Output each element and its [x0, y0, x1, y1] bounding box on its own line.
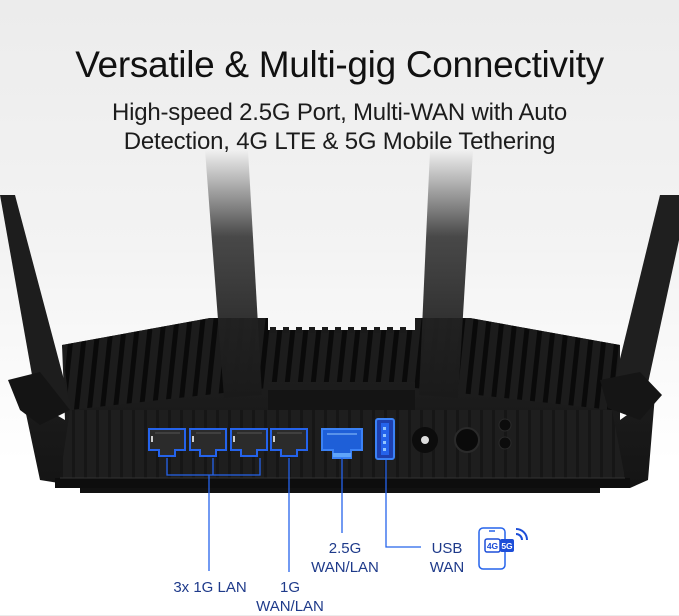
wps-button [498, 418, 512, 432]
label-wan-2.5g: 2.5G WAN/LAN [311, 540, 379, 576]
lan-port-3 [230, 428, 268, 457]
rj45-ports-1g [148, 428, 308, 457]
antenna-far-right [600, 195, 679, 420]
router-illustration: 4G 5G [0, 150, 679, 572]
mobile-4g-5g-icon [478, 527, 528, 570]
router-body [22, 318, 655, 493]
usb-port [375, 418, 395, 460]
label-lan-ports: 3x 1G LAN [173, 579, 247, 596]
subtitle-line-1: High-speed 2.5G Port, Multi-WAN with Aut… [111, 99, 568, 126]
antenna-far-left [0, 195, 72, 425]
lan-port-1 [148, 428, 186, 457]
label-usb-wan: USB WAN [429, 540, 465, 576]
badge-5g: 5G [501, 541, 513, 551]
callout-lines [166, 458, 421, 572]
antenna-center-left [205, 150, 262, 398]
power-button [454, 427, 480, 453]
reset-button [498, 436, 512, 450]
wan-1g-port [270, 428, 308, 457]
subtitle-line-2: Detection, 4G LTE & 5G Mobile Tethering [123, 128, 556, 155]
label-wan-1g: 1G WAN/LAN [256, 579, 324, 615]
badge-4g: 4G [487, 541, 499, 551]
wan-2.5g-port [321, 428, 363, 459]
lan-port-2 [189, 428, 227, 457]
page-subtitle: High-speed 2.5G Port, Multi-WAN with Aut… [0, 98, 679, 156]
page-title: Versatile & Multi-gig Connectivity [75, 44, 604, 85]
antenna-center-right [419, 150, 473, 398]
